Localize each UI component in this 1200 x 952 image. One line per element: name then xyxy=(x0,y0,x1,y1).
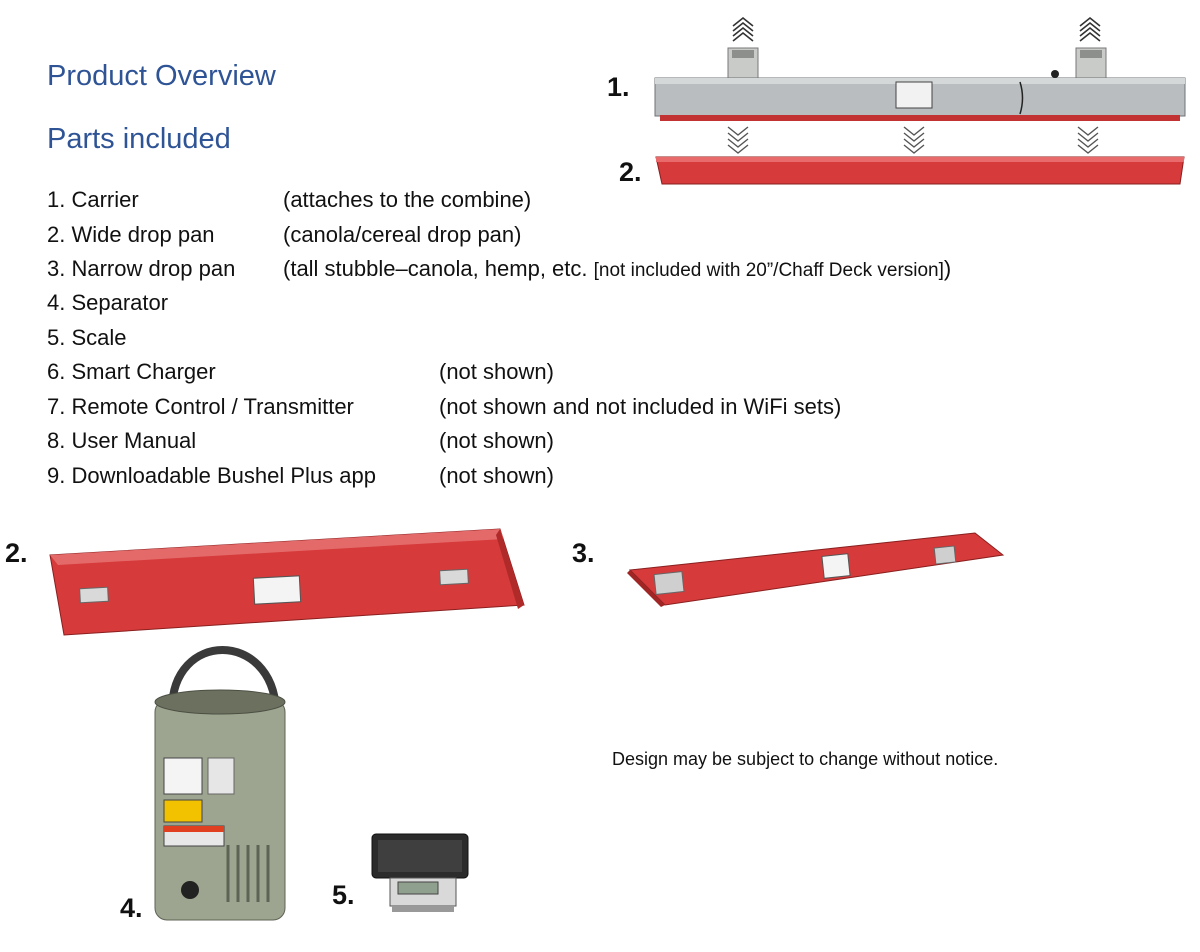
carrier-assembly-illustration xyxy=(654,16,1186,185)
wide-drop-pan-figure xyxy=(40,525,530,640)
separator-handle xyxy=(168,646,280,711)
figure-label-separator: 4. xyxy=(120,893,143,923)
list-item: 8. User Manual (not shown) xyxy=(47,428,554,454)
list-item: 2. Wide drop pan (canola/cereal drop pan… xyxy=(47,222,521,248)
pan-label xyxy=(252,575,302,605)
narrow-drop-pan-figure xyxy=(625,525,1005,607)
list-item: 4. Separator xyxy=(47,290,168,316)
part-name: 1. Carrier xyxy=(47,187,139,212)
part-name: 3. Narrow drop pan xyxy=(47,256,236,281)
figure-label-scale: 5. xyxy=(332,880,355,910)
list-item: 6. Smart Charger (not shown) xyxy=(47,359,554,385)
list-item: 5. Scale xyxy=(47,325,127,351)
part-name: 2. Wide drop pan xyxy=(47,222,215,247)
pan-plate xyxy=(653,571,685,595)
separator-vents xyxy=(226,845,270,902)
figure-label-narrow-pan: 3. xyxy=(572,538,595,568)
carrier-label-plate xyxy=(895,81,933,109)
part-name: 9. Downloadable Bushel Plus app xyxy=(47,463,377,488)
caution-label xyxy=(163,799,203,823)
part-desc: (not shown) xyxy=(439,428,554,453)
figure-label-carrier: 1. xyxy=(607,72,630,102)
design-notice: Design may be subject to change without … xyxy=(612,749,999,769)
part-desc-end: ) xyxy=(943,256,952,281)
section-title-parts: Parts included xyxy=(47,123,231,155)
part-name: 6. Smart Charger xyxy=(47,359,216,384)
part-name: 4. Separator xyxy=(47,290,169,315)
scale-figure xyxy=(368,830,473,920)
list-item: 9. Downloadable Bushel Plus app (not sho… xyxy=(47,463,554,489)
page-title: Product Overview xyxy=(47,60,276,92)
scale-illustration xyxy=(371,833,469,912)
pan-label xyxy=(821,553,851,579)
narrow-pan-body xyxy=(628,532,1005,606)
part-name: 5. Scale xyxy=(47,325,127,350)
part-desc: (not shown and not included in WiFi sets… xyxy=(439,394,842,419)
carrier-assembly-figure xyxy=(600,12,1190,197)
pan-plate xyxy=(439,568,469,586)
part-desc-main: (tall stubble–canola, hemp, etc. xyxy=(283,256,594,281)
pan-plate xyxy=(79,586,109,604)
list-item: 3. Narrow drop pan (tall stubble–canola,… xyxy=(47,256,951,282)
figure-label-wide-pan-top: 2. xyxy=(619,157,642,187)
list-item: 1. Carrier (attaches to the combine) xyxy=(47,187,531,213)
separator-label xyxy=(163,757,203,795)
pan-plate xyxy=(933,545,957,565)
part-desc: (tall stubble–canola, hemp, etc. [not in… xyxy=(283,256,951,282)
narrow-drop-pan-illustration xyxy=(627,532,1005,607)
separator-figure xyxy=(150,640,290,925)
scale-display xyxy=(397,881,439,895)
part-desc: (not shown) xyxy=(439,359,554,384)
part-name: 8. User Manual xyxy=(47,428,197,453)
separator-knob xyxy=(181,881,199,899)
part-desc: (not shown) xyxy=(439,463,554,488)
part-name: 7. Remote Control / Transmitter xyxy=(47,394,354,419)
part-desc: (attaches to the combine) xyxy=(283,187,532,212)
chevron-down-icon xyxy=(727,126,1099,154)
figure-label-wide-pan: 2. xyxy=(5,538,28,568)
part-desc: (canola/cereal drop pan) xyxy=(283,222,522,247)
chevron-up-icon xyxy=(732,16,1101,42)
part-desc-note: [not included with 20”/Chaff Deck versio… xyxy=(593,260,944,281)
wide-drop-pan-illustration xyxy=(49,528,525,636)
separator-illustration xyxy=(154,646,286,921)
list-item: 7. Remote Control / Transmitter (not sho… xyxy=(47,394,841,420)
